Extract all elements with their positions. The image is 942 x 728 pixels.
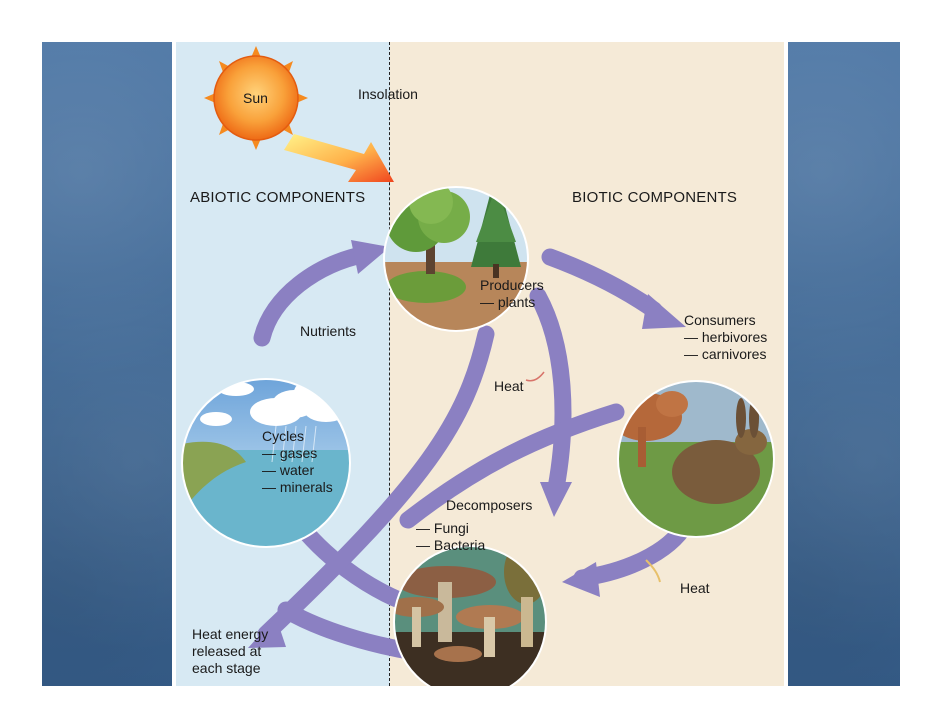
heat-energy-line-3: each stage <box>192 660 261 676</box>
consumers-label: Consumers <box>684 312 756 328</box>
decomposers-sub-bacteria: — Bacteria <box>416 537 486 553</box>
heat-squiggle-right <box>645 559 661 583</box>
cycles-label: Cycles <box>262 428 305 444</box>
cycles-sub-gases: — gases <box>262 445 318 461</box>
producers-label: Producers <box>480 277 544 293</box>
insolation-arrow <box>284 134 394 182</box>
sun-label: Sun <box>243 90 268 106</box>
heat-label-center: Heat <box>494 378 524 394</box>
heat-label-right: Heat <box>680 580 710 596</box>
right-slide-panel <box>788 42 900 686</box>
consumers-sub-carnivores: — carnivores <box>684 346 767 362</box>
cycles-sub-water: — water <box>262 462 315 478</box>
heat-energy-line-2: released at <box>192 643 262 659</box>
consumers-sub-herbivores: — herbivores <box>684 329 768 345</box>
biotic-heading: BIOTIC COMPONENTS <box>572 189 738 206</box>
left-slide-panel <box>42 42 172 686</box>
abiotic-biotic-divider <box>389 42 390 686</box>
mushrooms-icon <box>394 546 546 686</box>
heat-energy-line-1: Heat energy <box>192 626 269 642</box>
abiotic-heading: ABIOTIC COMPONENTS <box>190 189 366 206</box>
insolation-label: Insolation <box>358 86 418 102</box>
decomposers-sub-fungi: — Fungi <box>416 520 469 536</box>
trees-icon <box>384 187 528 331</box>
heat-squiggle-center <box>525 371 545 382</box>
sun-icon <box>204 46 308 150</box>
cycles-sub-minerals: — minerals <box>262 479 333 495</box>
ecosystem-diagram: Sun Insolation ABIOTIC COMPONENTS BIOTIC… <box>176 42 784 686</box>
producers-sub: — plants <box>480 294 536 310</box>
cougar-rabbit-icon <box>618 381 774 537</box>
nutrients-label: Nutrients <box>300 323 357 339</box>
decomposers-label: Decomposers <box>446 497 533 513</box>
diagram-graphics <box>181 46 775 686</box>
